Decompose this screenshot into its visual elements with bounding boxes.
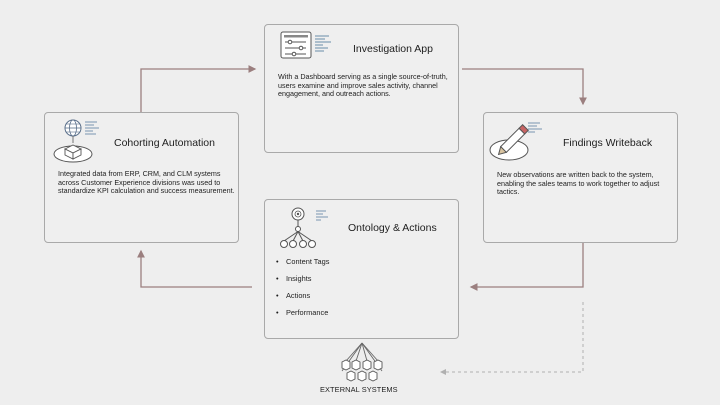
card-description: Integrated data from ERP, CRM, and CLM s… [58,169,235,196]
card-title: Ontology & Actions [348,222,437,234]
list-item: Performance [276,308,329,325]
findings-writeback-card: Findings Writeback New observations are … [483,112,678,243]
dashboard-icon [279,30,337,75]
card-title: Cohorting Automation [114,137,215,149]
hierarchy-icon [276,205,334,256]
pencil-icon [488,119,546,170]
list-item: Actions [276,291,329,308]
ontology-actions-card: Ontology & Actions Content Tags Insights… [264,199,459,339]
list-item: Insights [276,274,329,291]
card-description: With a Dashboard serving as a single sou… [278,72,448,99]
arrow-findings-to-external [440,302,584,375]
card-description: New observations are written back to the… [497,170,660,197]
cohorting-automation-card: Cohorting Automation Integrated data fro… [44,112,239,243]
arrow-ontology-to-cohorting [137,249,252,288]
investigation-app-card: Investigation App With a Dashboard servi… [264,24,459,153]
list-item: Content Tags [276,257,329,274]
card-title: Investigation App [353,43,433,55]
ontology-items: Content Tags Insights Actions Performanc… [276,257,329,325]
external-systems-label: EXTERNAL SYSTEMS [320,385,398,394]
card-title: Findings Writeback [563,137,653,149]
arrow-findings-to-ontology [469,243,584,291]
globe-cube-icon [51,116,107,173]
arrow-investigation-to-findings [462,68,587,106]
database-cluster-icon [336,341,388,390]
arrow-cohorting-to-investigation [140,65,257,112]
